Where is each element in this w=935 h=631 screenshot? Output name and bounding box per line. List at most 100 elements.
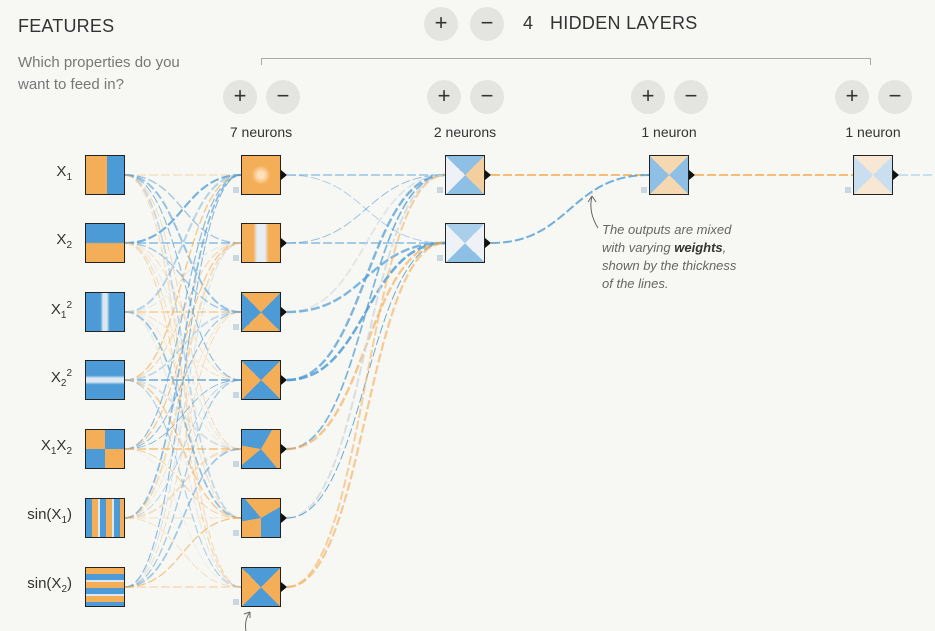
weight-link[interactable] bbox=[124, 173, 242, 245]
features-title: FEATURES bbox=[18, 16, 115, 36]
weight-link[interactable] bbox=[124, 242, 242, 313]
weight-link[interactable] bbox=[124, 379, 242, 519]
remove-layer-button[interactable]: − bbox=[470, 7, 504, 41]
feature-node-5[interactable] bbox=[85, 429, 125, 469]
weight-link[interactable] bbox=[286, 173, 446, 382]
feature-sup: 2 bbox=[66, 368, 72, 379]
weight-link[interactable] bbox=[124, 173, 242, 314]
bias-handle[interactable] bbox=[437, 187, 443, 193]
neuron-l1-1[interactable] bbox=[241, 155, 281, 195]
add-layer-button[interactable]: + bbox=[424, 7, 458, 41]
weight-link[interactable] bbox=[124, 448, 242, 519]
bias-handle[interactable] bbox=[641, 187, 647, 193]
bias-handle[interactable] bbox=[233, 255, 239, 261]
weight-link[interactable] bbox=[124, 311, 242, 450]
weight-link[interactable] bbox=[124, 517, 242, 588]
weight-link[interactable] bbox=[286, 241, 446, 382]
weight-link[interactable] bbox=[124, 379, 242, 588]
add-neuron-button-layer-3[interactable]: + bbox=[631, 80, 665, 114]
weight-link[interactable] bbox=[124, 448, 242, 588]
feature-label-3: X12 bbox=[12, 300, 72, 321]
bias-handle[interactable] bbox=[233, 324, 239, 330]
weight-link[interactable] bbox=[286, 174, 446, 519]
remove-neuron-button-layer-1[interactable]: − bbox=[266, 80, 300, 114]
weight-link[interactable] bbox=[124, 173, 242, 314]
feature-node-4[interactable] bbox=[85, 360, 125, 400]
add-neuron-button-layer-1[interactable]: + bbox=[223, 80, 257, 114]
weight-link[interactable] bbox=[124, 311, 242, 381]
neuron-l1-5[interactable] bbox=[241, 429, 281, 469]
weight-link[interactable] bbox=[124, 174, 242, 244]
remove-neuron-button-layer-2[interactable]: − bbox=[470, 80, 504, 114]
neuron-l1-7[interactable] bbox=[241, 567, 281, 607]
feature-base: X bbox=[56, 163, 67, 180]
weight-link[interactable] bbox=[124, 311, 242, 450]
weight-link[interactable] bbox=[124, 174, 242, 588]
weight-link[interactable] bbox=[124, 379, 242, 450]
bias-handle[interactable] bbox=[233, 599, 239, 605]
annotation-pointer-head-icon bbox=[587, 195, 597, 203]
weight-link[interactable] bbox=[286, 241, 446, 589]
feature-node-6[interactable] bbox=[85, 498, 125, 538]
neuron-l1-6[interactable] bbox=[241, 498, 281, 538]
weight-link[interactable] bbox=[124, 379, 242, 588]
add-neuron-button-layer-4[interactable]: + bbox=[835, 80, 869, 114]
weight-link[interactable] bbox=[286, 174, 446, 313]
neuron-l3-1[interactable] bbox=[649, 155, 689, 195]
weight-link[interactable] bbox=[286, 174, 446, 244]
neuron-l1-2[interactable] bbox=[241, 223, 281, 263]
weight-link[interactable] bbox=[286, 174, 446, 450]
neuron-l2-2[interactable] bbox=[445, 223, 485, 263]
annotation-text-1: The outputs are mixed with varying bbox=[602, 222, 732, 255]
feature-mid: X bbox=[56, 437, 67, 454]
weight-link[interactable] bbox=[124, 311, 242, 588]
weight-link[interactable] bbox=[286, 242, 446, 519]
output-arrow-icon bbox=[893, 170, 899, 180]
weight-link[interactable] bbox=[124, 311, 242, 588]
feature-sub: 2 bbox=[60, 378, 67, 389]
neuron-l2-1[interactable] bbox=[445, 155, 485, 195]
neuron-l1-4[interactable] bbox=[241, 360, 281, 400]
bias-handle[interactable] bbox=[437, 255, 443, 261]
feature-sub: 1 bbox=[61, 515, 67, 526]
feature-sub: 2 bbox=[66, 240, 72, 251]
weight-link[interactable] bbox=[124, 311, 242, 519]
weight-link[interactable] bbox=[124, 517, 242, 588]
weight-link[interactable] bbox=[124, 242, 242, 381]
bias-handle[interactable] bbox=[233, 461, 239, 467]
weight-link[interactable] bbox=[124, 174, 242, 450]
weights-annotation: The outputs are mixed with varying weigh… bbox=[602, 221, 742, 293]
weight-link[interactable] bbox=[124, 242, 242, 588]
bias-handle[interactable] bbox=[233, 392, 239, 398]
neuron-l4-1[interactable] bbox=[853, 155, 893, 195]
bias-handle[interactable] bbox=[845, 187, 851, 193]
feature-node-2[interactable] bbox=[85, 223, 125, 263]
weight-link[interactable] bbox=[124, 378, 242, 451]
weight-link[interactable] bbox=[286, 174, 446, 588]
weight-link[interactable] bbox=[124, 174, 242, 519]
bias-handle[interactable] bbox=[233, 530, 239, 536]
feature-base: X bbox=[56, 231, 67, 248]
weight-link[interactable] bbox=[124, 311, 242, 381]
neuron-l1-3[interactable] bbox=[241, 292, 281, 332]
add-neuron-button-layer-2[interactable]: + bbox=[427, 80, 461, 114]
weight-link[interactable] bbox=[124, 242, 242, 519]
feature-node-7[interactable] bbox=[85, 567, 125, 607]
remove-neuron-button-layer-3[interactable]: − bbox=[674, 80, 708, 114]
feature-node-3[interactable] bbox=[85, 292, 125, 332]
remove-neuron-button-layer-4[interactable]: − bbox=[878, 80, 912, 114]
bias-handle[interactable] bbox=[233, 187, 239, 193]
weight-link[interactable] bbox=[124, 448, 242, 588]
weight-link[interactable] bbox=[124, 379, 242, 519]
weight-link[interactable] bbox=[490, 174, 650, 244]
weight-link[interactable] bbox=[124, 174, 242, 381]
weight-link[interactable] bbox=[124, 174, 242, 450]
features-subtitle: Which properties do you want to feed in? bbox=[18, 54, 180, 93]
weight-link[interactable] bbox=[124, 242, 242, 313]
feature-node-1[interactable] bbox=[85, 155, 125, 195]
weight-link[interactable] bbox=[124, 311, 242, 519]
weight-link[interactable] bbox=[124, 242, 242, 519]
output-arrow-icon bbox=[281, 375, 287, 385]
weight-link[interactable] bbox=[124, 448, 242, 519]
weight-link[interactable] bbox=[124, 242, 242, 381]
